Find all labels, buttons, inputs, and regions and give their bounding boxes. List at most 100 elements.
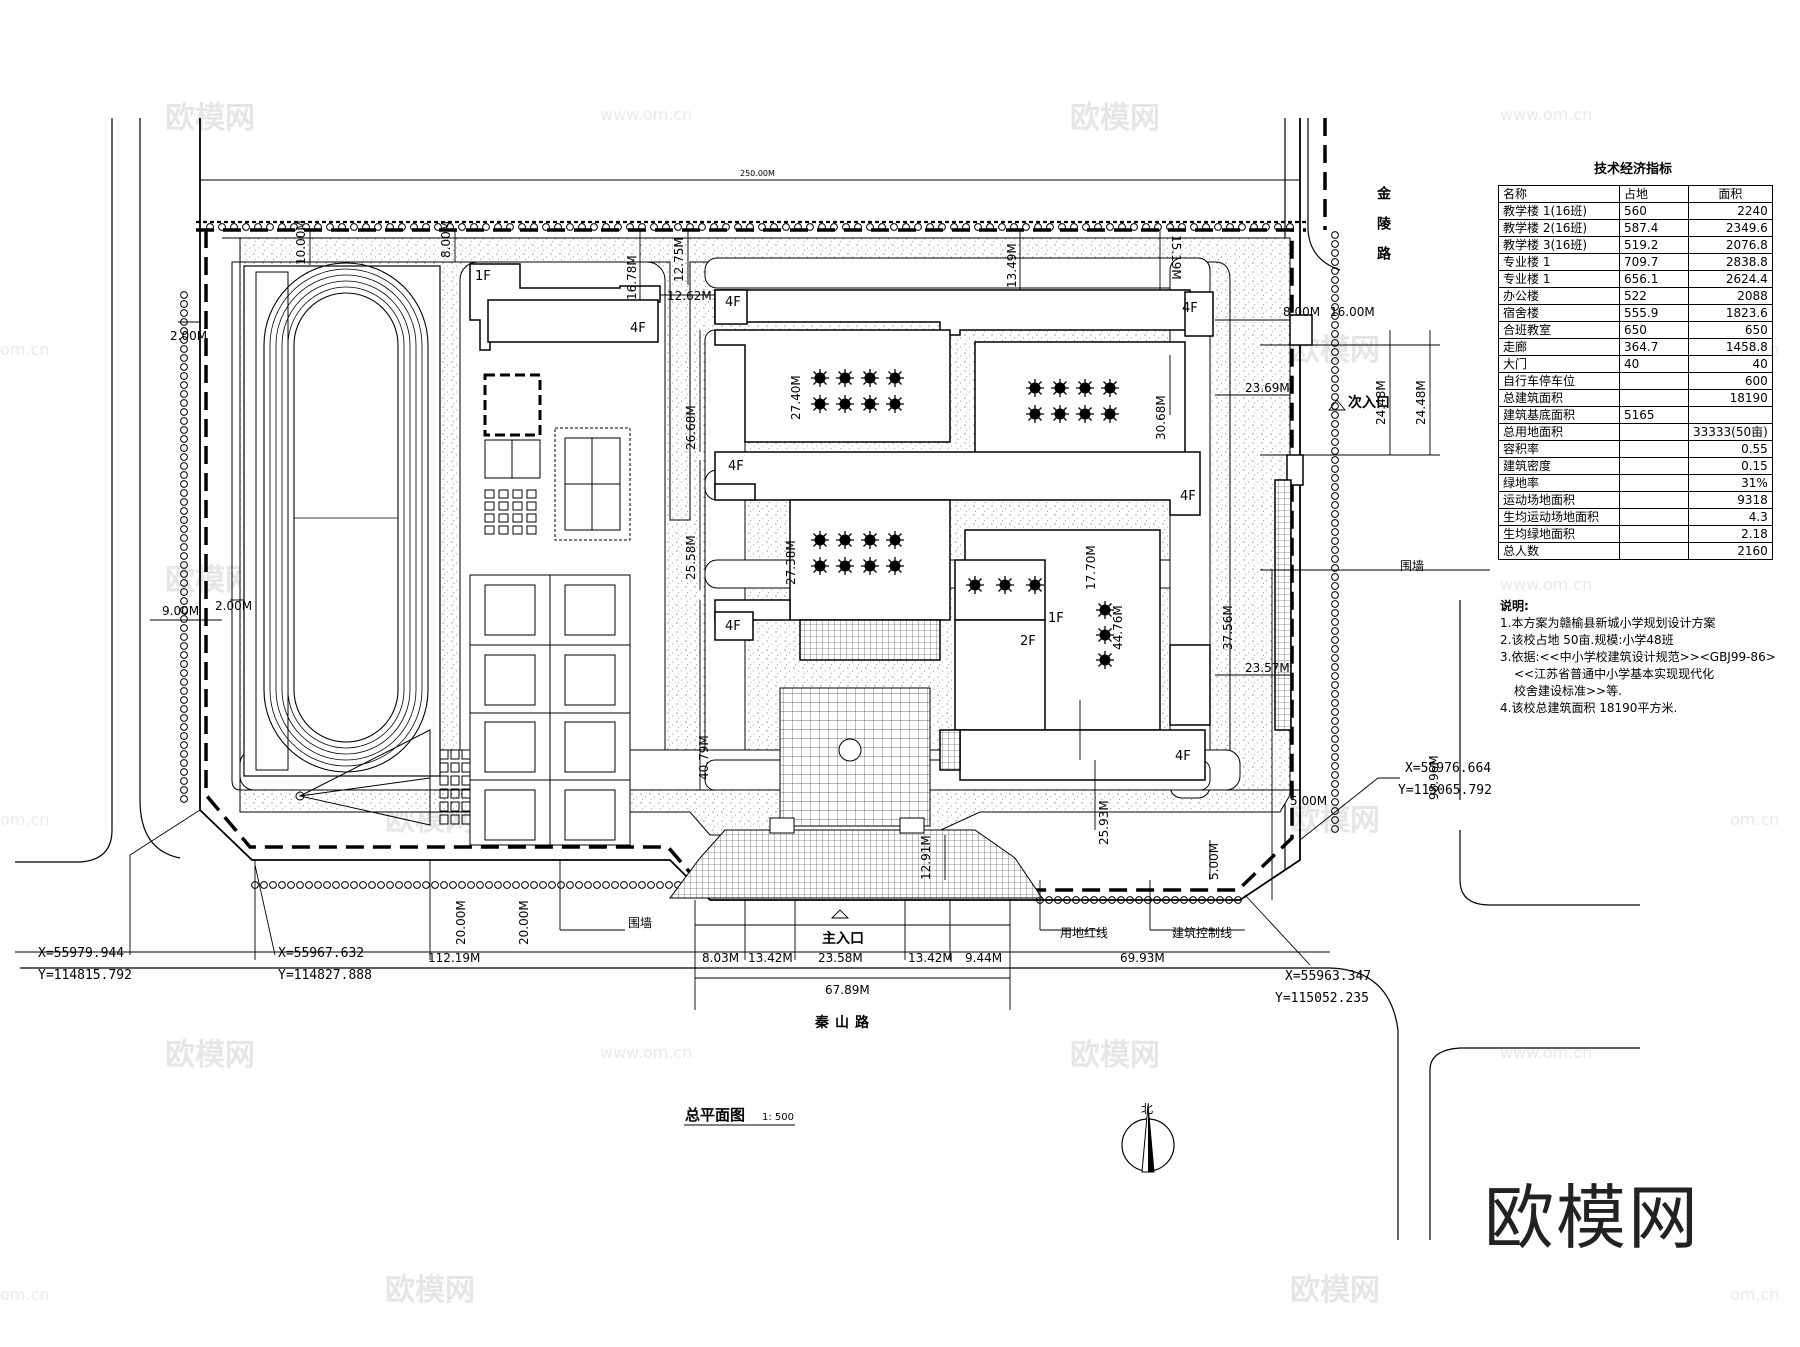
shrub-icon [180,489,188,497]
table-cell: 4.3 [1688,508,1773,526]
shrub-icon [323,881,331,889]
shrub-icon [1331,573,1339,581]
equipment-cell [439,749,449,760]
tree-icon [885,394,905,414]
shrub-icon [590,223,598,231]
equipment-cell [526,525,537,535]
shrub-icon [1331,609,1339,617]
shrub-icon [1331,780,1339,788]
shrub-icon [180,552,188,560]
table-cell: 2076.8 [1688,236,1773,254]
shrub-icon [1331,420,1339,428]
watermark-brand: 欧模网 [165,1038,255,1073]
equipment-grid [439,489,537,825]
watermark-brand: 欧模网 [1070,101,1160,136]
dim-label: 12.91M [919,835,933,880]
dim-label: 8.03M [702,951,739,965]
dimension-lines [15,172,1490,1010]
south-road-edge [1429,1047,1640,1240]
shrub-icon [180,417,188,425]
equipment-cell [484,513,495,523]
table-cell: 教学楼 2(16班) [1498,219,1620,237]
shrub-icon [1331,717,1339,725]
note-line: 3.依据:<<中小学校建筑设计规范>><GBJ99-86> [1500,650,1776,664]
equipment-cell [439,814,449,825]
floor-labels: 1F 4F 4F 4F 4F 4F 4F 4F 1F 2F [475,269,1198,764]
dim-label: 23.69M [1245,381,1290,395]
shrub-icon [1331,294,1339,302]
tree-icon [885,556,905,576]
shrub-icon [1331,501,1339,509]
build-line-label: 建筑控制线 [1172,925,1232,940]
table-cell: 31% [1688,474,1773,492]
tree-icon [835,368,855,388]
shrub-icon [180,309,188,317]
table-cell: 办公楼 [1498,287,1620,305]
dim-label: 13.49M [1005,243,1019,288]
floor-label: 4F [725,295,741,310]
shrub-icon [1331,645,1339,653]
shrub-icon [180,516,188,524]
drawing-title: 总平面图 1: 500 [684,1106,795,1126]
dim-label: 30.68M [1154,395,1168,440]
floor-label: 4F [725,619,741,634]
equipment-cell [498,501,509,511]
equipment-cell [439,788,449,799]
watermark-site: www.om.cn [1500,105,1592,124]
shrub-icon [1331,231,1339,239]
shrub-icon [180,714,188,722]
shrub-icon [180,633,188,641]
shrub-icon [180,768,188,776]
table-cell: 专业楼 1 [1498,253,1620,271]
tree-icon [810,394,830,414]
shrub-icon [180,426,188,434]
equipment-cell [498,525,509,535]
table-cell: 5165 [1619,406,1689,424]
shrub-icon [620,881,628,889]
watermark-site: www.om.cn [600,1043,692,1062]
table-cell: 2624.4 [1688,270,1773,288]
shrub-icon [890,223,898,231]
shrub-icon [1331,591,1339,599]
table-header-cell: 占地 [1619,185,1689,203]
shrub-icon [180,291,188,299]
dim-label: 5.00M [1290,794,1327,808]
watermark-site: om.cn [0,1285,49,1304]
shrub-icon [440,881,448,889]
table-cell: 生均运动场地面积 [1498,508,1620,526]
shrub-icon [1331,411,1339,419]
shrub-icon [350,223,358,231]
shrub-icon [1331,690,1339,698]
shrub-icon [305,881,313,889]
tree-icon [860,556,880,576]
table-cell: 709.7 [1619,253,1689,271]
drawing-scale: 1: 500 [762,1112,794,1123]
shrub-icon [296,881,304,889]
dim-label: 23.57M [1245,661,1290,675]
shrub-icon [1331,510,1339,518]
shrub-icon [180,480,188,488]
shrub-icon [458,223,466,231]
shrub-icon [180,525,188,533]
equipment-cell [450,814,460,825]
table-cell: 555.9 [1619,304,1689,322]
dim-label: 20.00M [517,900,531,945]
table-cell: 2349.6 [1688,219,1773,237]
dim-label: 16.00M [1330,305,1375,319]
equipment-cell [526,501,537,511]
watermark-brand: 欧模网 [165,101,255,136]
table-cell: 大门 [1498,355,1620,373]
tree-icon [810,530,830,550]
shrub-icon [1082,223,1090,231]
shrub-icon [359,881,367,889]
dim-label: 69.93M [1120,951,1165,965]
tree-icon [1095,650,1115,670]
shrub-icon [758,223,766,231]
table-cell: 专业楼 1 [1498,270,1620,288]
watermark-site: www.om.cn [1500,1043,1592,1062]
shrub-icon [374,223,382,231]
shrub-icon [656,881,664,889]
shrub-icon [1331,375,1339,383]
